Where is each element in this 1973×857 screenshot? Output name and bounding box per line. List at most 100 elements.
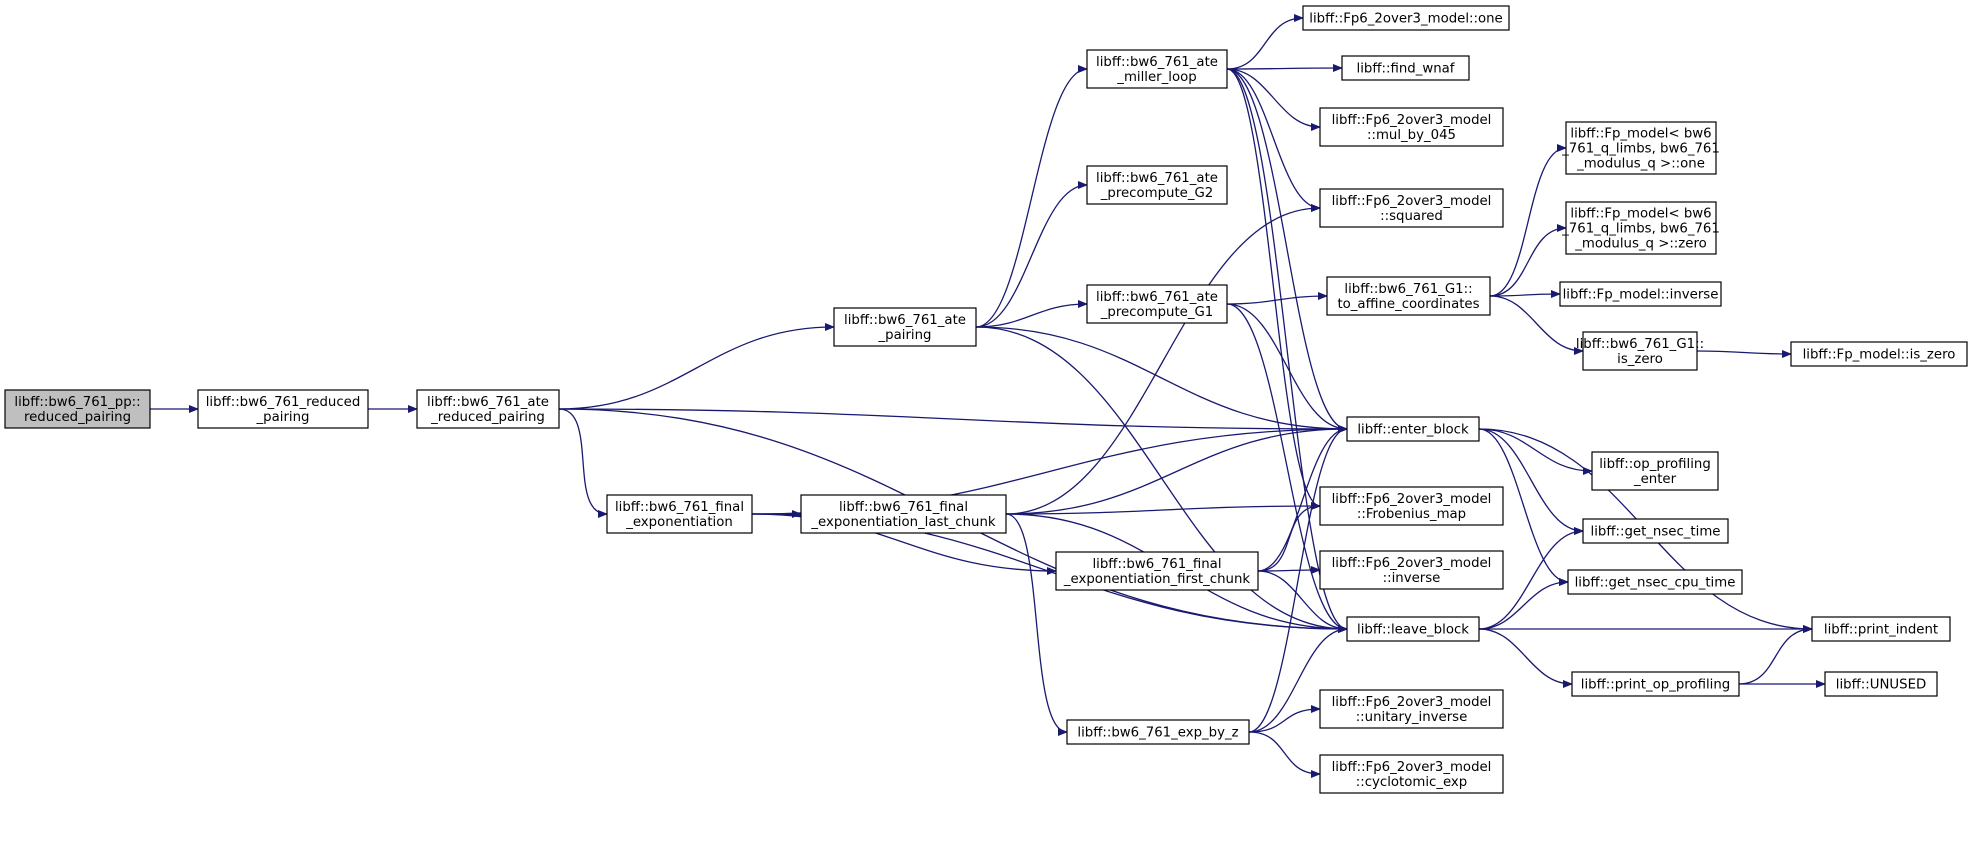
node-fp6-squared[interactable]: libff::Fp6_2over3_model::squared (1319, 188, 1504, 228)
edge-g1_is_zero-to-fp_is_zero (1696, 349, 1792, 358)
edge-ate_pairing-to-precompute_g1 (975, 300, 1088, 328)
node-print-op-prof[interactable]: libff::print_op_profiling (1571, 671, 1740, 697)
node-fp6-inverse[interactable]: libff::Fp6_2over3_model::inverse (1319, 550, 1504, 590)
edge-precompute_g1-to-to_affine (1226, 292, 1328, 305)
node-g1-is-zero[interactable]: libff::bw6_761_G1::is_zero (1576, 331, 1704, 371)
node-label-line: _761_q_limbs, bw6_761 (1561, 142, 1720, 157)
edge-ate_reduced_pairing-to-ate_pairing (558, 323, 835, 410)
node-nsec-cpu[interactable]: libff::get_nsec_cpu_time (1567, 569, 1743, 595)
node-op-prof-enter[interactable]: libff::op_profiling_enter (1591, 451, 1719, 491)
node-box (606, 494, 753, 534)
edge-ate_reduced_pairing-to-enter_block (558, 408, 1348, 433)
edge-to_affine-to-fp_one (1489, 144, 1567, 297)
node-label-line: libff::get_nsec_cpu_time (1575, 576, 1736, 591)
node-label-line: ::cyclotomic_exp (1356, 775, 1468, 790)
node-find-wnaf[interactable]: libff::find_wnaf (1341, 55, 1470, 81)
edge-to_affine-to-g1_is_zero (1489, 295, 1584, 355)
node-box (1319, 689, 1504, 729)
node-box (1559, 281, 1722, 307)
node-label-line: libff::Fp6_2over3_model (1332, 113, 1492, 128)
node-reduced-pairing[interactable]: libff::bw6_761_reduced_pairing (197, 389, 369, 429)
node-precompute-g1[interactable]: libff::bw6_761_ate_precompute_G1 (1086, 284, 1228, 324)
node-box (416, 389, 560, 429)
node-cyclotomic-exp[interactable]: libff::Fp6_2over3_model::cyclotomic_exp (1319, 754, 1504, 794)
node-label-line: _761_q_limbs, bw6_761 (1561, 222, 1720, 237)
node-fp-zero[interactable]: libff::Fp_model< bw6_761_q_limbs, bw6_76… (1561, 201, 1720, 255)
node-box (1346, 616, 1480, 642)
edge-first_chunk-to-frobenius (1257, 502, 1321, 572)
node-box (1824, 671, 1938, 697)
node-label-line: _precompute_G1 (1100, 305, 1214, 320)
node-box (1319, 188, 1504, 228)
edge-miller_loop-to-find_wnaf (1226, 64, 1343, 73)
node-fp-one[interactable]: libff::Fp_model< bw6_761_q_limbs, bw6_76… (1561, 121, 1720, 175)
node-label-line: is_zero (1617, 352, 1663, 367)
node-final-exp[interactable]: libff::bw6_761_final_exponentiation (606, 494, 753, 534)
node-box (1790, 341, 1968, 367)
node-enter-block[interactable]: libff::enter_block (1346, 416, 1480, 442)
edge-leave_block-to-nsec_cpu (1478, 578, 1569, 630)
node-to-affine[interactable]: libff::bw6_761_G1::to_affine_coordinates (1326, 276, 1491, 316)
edge-exp_by_z-to-leave_block (1248, 625, 1348, 733)
node-unitary-inverse[interactable]: libff::Fp6_2over3_model::unitary_inverse (1319, 689, 1504, 729)
edges-layer (150, 14, 1826, 778)
edge-exp_by_z-to-unitary_inverse (1248, 705, 1321, 733)
edge-last_chunk-to-exp_by_z (1005, 513, 1068, 736)
node-box (833, 307, 977, 347)
node-first-chunk[interactable]: libff::bw6_761_final_exponentiation_firs… (1055, 551, 1259, 591)
node-nsec-time[interactable]: libff::get_nsec_time (1582, 518, 1729, 544)
node-label-line: libff::Fp6_2over3_model (1332, 556, 1492, 571)
node-box (1319, 550, 1504, 590)
node-label-line: to_affine_coordinates (1337, 297, 1479, 312)
edge-miller_loop-to-frobenius (1226, 68, 1321, 510)
node-box (1319, 486, 1504, 526)
node-box (1086, 284, 1228, 324)
node-label-line: libff::op_profiling (1599, 457, 1711, 472)
node-label-line: libff::bw6_761_reduced (206, 395, 361, 410)
node-last-chunk[interactable]: libff::bw6_761_final_exponentiation_last… (800, 494, 1007, 534)
node-label-line: _exponentiation_first_chunk (1063, 572, 1250, 587)
node-exp-by-z[interactable]: libff::bw6_761_exp_by_z (1066, 719, 1250, 745)
edge-miller_loop-to-mul_by_045 (1226, 68, 1321, 131)
node-label-line: libff::Fp6_2over3_model (1332, 492, 1492, 507)
node-box (1582, 331, 1698, 371)
node-box (4, 389, 151, 429)
node-fp6-one[interactable]: libff::Fp6_2over3_model::one (1302, 5, 1510, 31)
node-label-line: libff::bw6_761_G1:: (1344, 282, 1472, 297)
node-label-line: libff::bw6_761_exp_by_z (1077, 726, 1238, 741)
node-print-indent[interactable]: libff::print_indent (1811, 616, 1951, 642)
node-label-line: libff::bw6_761_pp:: (14, 395, 140, 410)
edge-exp_by_z-to-cyclotomic_exp (1248, 731, 1321, 778)
node-label-line: libff::Fp6_2over3_model::one (1309, 12, 1502, 27)
node-precompute-g2[interactable]: libff::bw6_761_ate_precompute_G2 (1086, 165, 1228, 205)
node-label-line: libff::bw6_761_ate (1096, 290, 1218, 305)
node-ate-reduced-pairing[interactable]: libff::bw6_761_ate_reduced_pairing (416, 389, 560, 429)
node-label-line: libff::bw6_761_final (615, 500, 744, 515)
node-fp-inverse[interactable]: libff::Fp_model::inverse (1559, 281, 1722, 307)
node-label-line: _precompute_G2 (1100, 186, 1214, 201)
edge-precompute_g1-to-enter_block (1226, 303, 1348, 433)
node-label-line: ::mul_by_045 (1367, 128, 1456, 143)
node-label-line: libff::print_op_profiling (1581, 678, 1730, 693)
node-label-line: libff::UNUSED (1836, 678, 1926, 693)
node-frobenius[interactable]: libff::Fp6_2over3_model::Frobenius_map (1319, 486, 1504, 526)
edge-to_affine-to-fp_inverse (1489, 290, 1561, 299)
node-leave-block[interactable]: libff::leave_block (1346, 616, 1480, 642)
node-fp-is-zero[interactable]: libff::Fp_model::is_zero (1790, 341, 1968, 367)
node-label-line: _enter (1633, 472, 1677, 487)
node-box (1571, 671, 1740, 697)
node-miller-loop[interactable]: libff::bw6_761_ate_miller_loop (1086, 49, 1228, 89)
node-label-line: libff::bw6_761_final (1092, 557, 1221, 572)
node-label-line: _exponentiation_last_chunk (810, 515, 995, 530)
node-unused[interactable]: libff::UNUSED (1824, 671, 1938, 697)
node-label-line: libff::print_indent (1824, 623, 1938, 638)
node-label-line: libff::find_wnaf (1357, 62, 1455, 77)
node-label-line: libff::Fp6_2over3_model (1332, 760, 1492, 775)
edge-exp_by_z-to-enter_block (1248, 425, 1348, 733)
node-ate-pairing[interactable]: libff::bw6_761_ate_pairing (833, 307, 977, 347)
node-box (197, 389, 369, 429)
edge-miller_loop-to-enter_block (1226, 68, 1348, 433)
node-box (1326, 276, 1491, 316)
node-mul-by-045[interactable]: libff::Fp6_2over3_model::mul_by_045 (1319, 107, 1504, 147)
